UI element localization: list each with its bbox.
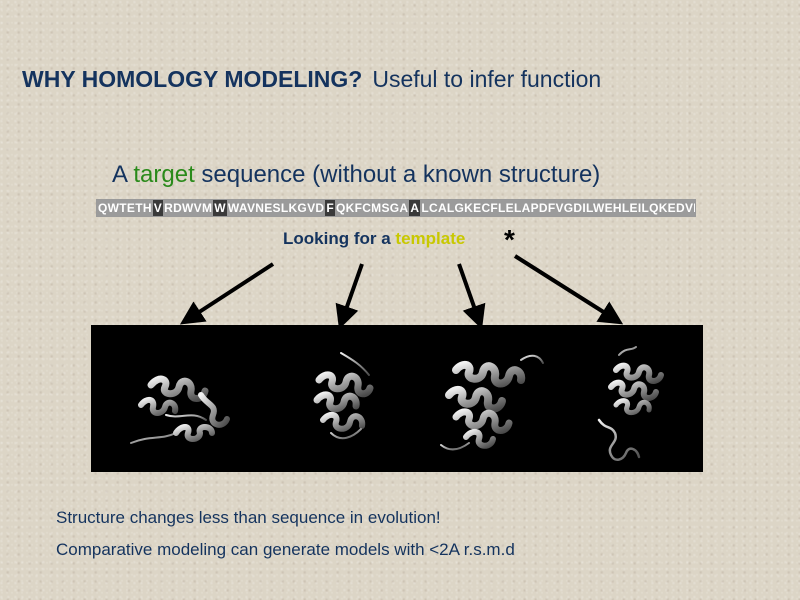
target-prefix: A bbox=[112, 161, 127, 188]
sequence-segment: QWTETH bbox=[97, 200, 153, 216]
target-sequence-heading: A target sequence (without a known struc… bbox=[112, 161, 600, 189]
template-word: template bbox=[395, 229, 466, 248]
slide-title: WHY HOMOLOGY MODELING? Useful to infer fu… bbox=[22, 66, 601, 93]
sequence-segment: RDWVM bbox=[163, 200, 214, 216]
arrow-1 bbox=[179, 262, 275, 325]
bottom-line-2: Comparative modeling can generate models… bbox=[56, 540, 515, 559]
protein-structures bbox=[130, 346, 664, 461]
target-word: target bbox=[133, 161, 195, 188]
sequence-segment: WAVNESLKGVD bbox=[226, 200, 326, 216]
looking-for-template: Looking for a template bbox=[283, 229, 465, 249]
sequence-segment: V bbox=[152, 200, 164, 216]
protein-structure-4 bbox=[597, 346, 664, 461]
title-heading: WHY HOMOLOGY MODELING? bbox=[22, 66, 363, 92]
looking-prefix: Looking for a bbox=[283, 229, 391, 248]
protein-structure-2 bbox=[313, 352, 374, 440]
asterisk-marker: * bbox=[504, 224, 515, 255]
title-subtitle: Useful to infer function bbox=[372, 66, 602, 92]
protein-structure-3 bbox=[440, 354, 544, 451]
arrow-2 bbox=[335, 263, 364, 330]
sequence-segment: A bbox=[409, 200, 421, 216]
sequence-segment: W bbox=[213, 200, 227, 216]
bottom-line-1: Structure changes less than sequence in … bbox=[56, 508, 441, 527]
arrow-3 bbox=[457, 263, 486, 330]
target-suffix: sequence (without a known structure) bbox=[201, 161, 601, 188]
sequence-segment: QKFCMSGA bbox=[334, 200, 410, 216]
protein-structure-1 bbox=[130, 375, 230, 444]
structures-panel bbox=[91, 325, 703, 472]
sequence-segment: LCALGKECFLELAPDFVGDILWEHLEILQKEDVK bbox=[420, 200, 695, 216]
sequence-segment: F bbox=[325, 200, 335, 216]
arrow-4 bbox=[513, 254, 624, 325]
